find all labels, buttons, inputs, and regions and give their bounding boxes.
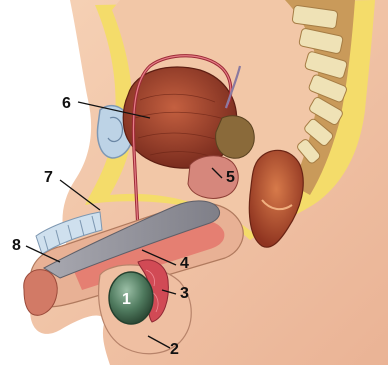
label-8: 8 xyxy=(12,237,21,254)
label-6: 6 xyxy=(62,95,71,112)
label-5: 5 xyxy=(226,169,235,186)
label-1: 1 xyxy=(122,291,131,308)
seminal-vesicle xyxy=(216,116,255,159)
label-3: 3 xyxy=(180,285,189,302)
label-7: 7 xyxy=(44,169,53,186)
testis xyxy=(109,272,153,324)
label-2: 2 xyxy=(170,341,179,358)
label-4: 4 xyxy=(180,255,189,272)
